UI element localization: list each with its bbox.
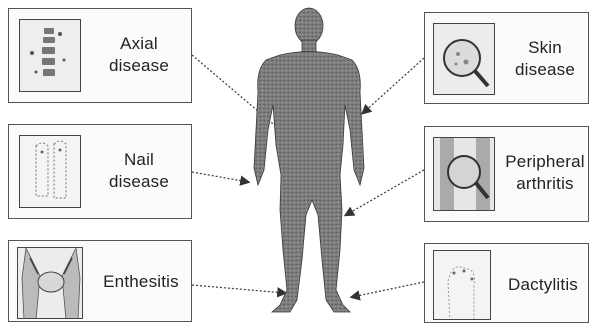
condition-card-dactylitis: Dactylitis xyxy=(424,243,589,323)
condition-card-peripheral: Peripheral arthritis xyxy=(424,126,589,222)
skin-lesion-magnifier-thumbnail xyxy=(433,23,495,95)
condition-card-enthesitis: Enthesitis xyxy=(8,240,192,322)
peripheral-joint-magnifier-thumbnail xyxy=(433,137,495,211)
label-nail-disease: Nail disease xyxy=(93,149,185,193)
enthesitis-knee-thumbnail xyxy=(17,247,83,319)
axial-spine-xray-thumbnail xyxy=(19,19,81,92)
condition-card-skin: Skin disease xyxy=(424,12,589,104)
label-peripheral-arthritis: Peripheral arthritis xyxy=(501,151,589,195)
label-axial-disease: Axial disease xyxy=(93,33,185,77)
nail-finger-thumbnail xyxy=(19,135,81,208)
label-dactylitis: Dactylitis xyxy=(499,274,587,296)
condition-card-nail: Nail disease xyxy=(8,124,192,219)
label-enthesitis: Enthesitis xyxy=(93,271,189,293)
condition-card-axial: Axial disease xyxy=(8,8,192,103)
dactylitis-foot-thumbnail xyxy=(433,250,491,320)
label-skin-disease: Skin disease xyxy=(503,37,587,81)
